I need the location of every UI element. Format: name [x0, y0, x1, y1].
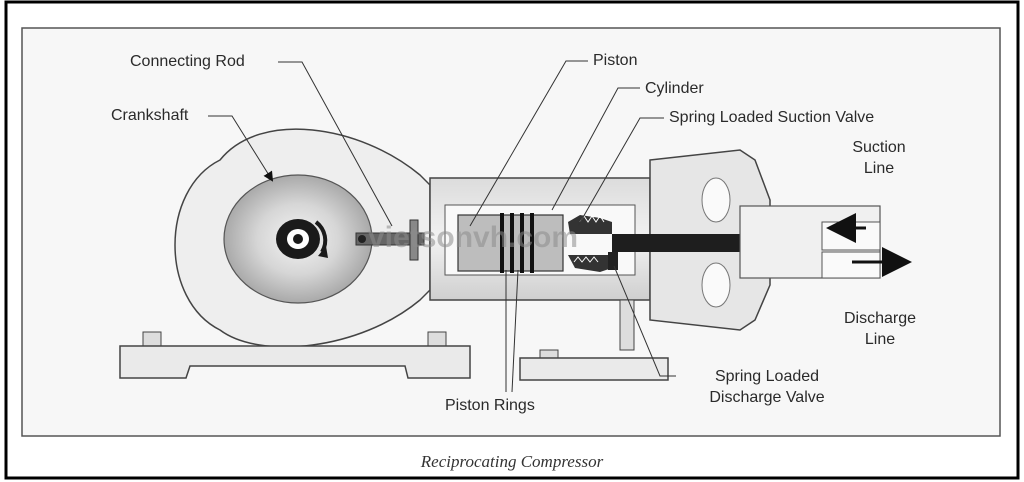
label-suction-line-2: Line	[863, 160, 895, 177]
cylinder-base	[519, 357, 669, 381]
piston	[457, 213, 564, 273]
bases	[119, 299, 669, 381]
crankcase-base	[119, 345, 471, 379]
label-suction-line: Suction Line	[834, 137, 924, 179]
line-pipes	[612, 205, 912, 279]
label-cylinder: Cylinder	[645, 80, 704, 97]
rotation-arrow-icon	[314, 220, 328, 254]
label-discharge-line: Discharge Line	[825, 308, 935, 350]
label-suction-line-1: Suction	[852, 139, 906, 156]
label-piston: Piston	[593, 52, 638, 69]
piston-ring	[500, 213, 504, 273]
crankcase	[174, 128, 431, 348]
label-suction-valve: Spring Loaded Suction Valve	[669, 109, 875, 126]
label-discharge-valve-1: Spring Loaded	[714, 368, 820, 385]
label-connecting-rod: Connecting Rod	[130, 53, 245, 70]
figure-caption: Reciprocating Compressor	[420, 452, 604, 471]
connecting-rod	[355, 219, 425, 261]
label-discharge-line-2: Line	[864, 331, 896, 348]
watermark: vietsonvh.com	[368, 221, 579, 254]
label-discharge-valve-2: Discharge Valve	[709, 389, 825, 406]
piston-ring	[520, 213, 524, 273]
label-crankshaft: Crankshaft	[111, 107, 189, 124]
leader-lines	[208, 60, 676, 393]
label-discharge-line-1: Discharge	[843, 310, 917, 327]
discharge-valve	[568, 252, 618, 272]
piston-ring	[530, 213, 534, 273]
label-discharge-valve: Spring Loaded Discharge Valve	[682, 366, 852, 408]
label-piston-rings: Piston Rings	[445, 397, 535, 414]
piston-ring	[510, 213, 514, 273]
